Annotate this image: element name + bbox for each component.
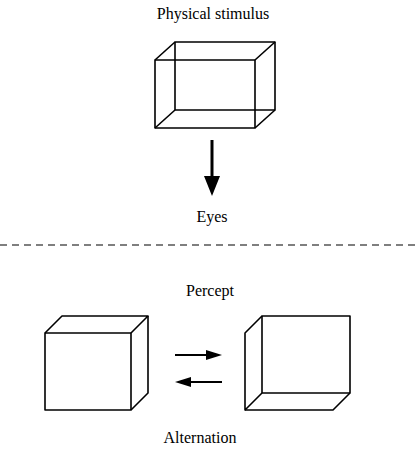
caption-label: Eyes xyxy=(196,207,227,226)
cube-side-face xyxy=(245,316,262,410)
cube-front-face xyxy=(155,60,255,128)
cube-edge xyxy=(255,110,275,128)
right-arrow-head xyxy=(206,350,222,360)
cube-front-face xyxy=(45,333,131,410)
dashed-divider xyxy=(0,244,420,245)
cube-back-face xyxy=(175,42,275,110)
down-arrow-head xyxy=(204,176,220,196)
left-arrow-head xyxy=(175,377,191,387)
cube-view-above xyxy=(45,316,148,410)
cube-side-face xyxy=(131,316,148,410)
cube-edge xyxy=(255,42,275,60)
cube-front-face xyxy=(262,316,350,393)
cube-top-face xyxy=(45,316,148,333)
cube-bottom-face xyxy=(245,393,350,410)
caption-label: Physical stimulus xyxy=(157,4,269,23)
cube-view-below xyxy=(245,316,350,410)
cube-edge xyxy=(155,42,175,60)
down-arrow-shaft xyxy=(211,140,214,178)
right-arrow-shaft xyxy=(175,354,210,356)
caption-label: Alternation xyxy=(164,428,237,447)
caption-label: Percept xyxy=(186,281,234,300)
necker-cube xyxy=(155,42,275,128)
left-arrow-shaft xyxy=(187,381,222,383)
cube-edge xyxy=(155,110,175,128)
